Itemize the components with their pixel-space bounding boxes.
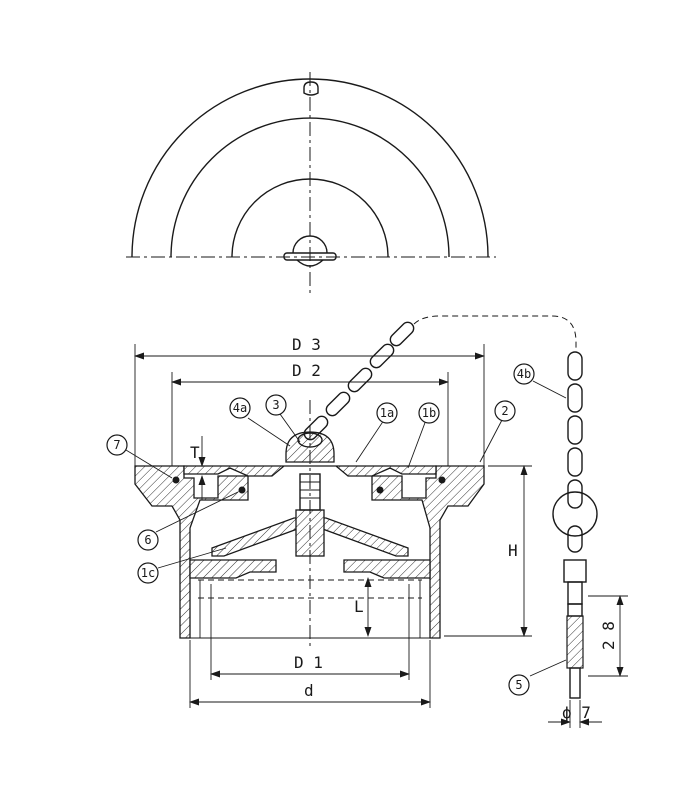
balloon-4b-label: 4b	[517, 367, 531, 381]
balloon-2	[494, 400, 516, 422]
balloon-1c	[137, 562, 159, 584]
chain	[303, 315, 598, 699]
balloon-6	[137, 529, 159, 551]
balloon-4a	[229, 397, 251, 419]
fitting-neck	[567, 581, 583, 605]
balloon-1b	[418, 402, 440, 424]
top-view-plug-bar	[283, 252, 337, 261]
o-ring-6-right	[376, 486, 384, 494]
fitting-tip	[569, 667, 581, 699]
dimension-lines	[134, 344, 628, 728]
balloon-7	[106, 434, 128, 456]
balloon-5-label: 5	[515, 678, 522, 692]
balloon-3	[265, 394, 287, 416]
inner-seat-right	[319, 517, 409, 557]
balloon-4a-label: 4a	[233, 401, 247, 415]
balloon-1c-label: 1c	[141, 566, 155, 580]
dim-label-d3: D 3	[292, 335, 321, 354]
dim-label-d2: D 2	[292, 361, 321, 380]
balloon-1b-label: 1b	[422, 406, 436, 420]
fitting-knurl	[566, 615, 584, 669]
chain-links-vertical	[567, 351, 583, 509]
dim-label-h: H	[508, 541, 518, 560]
split-ring	[552, 491, 598, 537]
dim-label-l: L	[354, 597, 364, 616]
dim-label-t: T	[190, 443, 200, 462]
top-view-plug-knob	[292, 235, 328, 254]
balloon-5	[508, 674, 530, 696]
top-view	[126, 72, 496, 296]
section-view	[134, 400, 485, 648]
balloon-1a	[376, 402, 398, 424]
top-view-knob	[303, 81, 319, 96]
balloon-4b	[513, 363, 535, 385]
o-ring-7-right	[438, 476, 446, 484]
body-left-section	[134, 465, 249, 639]
chain-end-link	[567, 525, 583, 553]
body-right-section	[371, 465, 485, 639]
top-view-plug-lower	[296, 259, 324, 267]
chain-links-diagonal	[303, 321, 415, 441]
o-ring-7	[172, 476, 180, 484]
part-balloons: 4a 3 1a 1b 2 7 6 1c 4b 5	[106, 363, 567, 696]
dimension-labels: D 3 D 2 H L T D 1 d 2 8 ϕ 7	[190, 335, 618, 722]
balloon-7-label: 7	[113, 438, 120, 452]
balloon-1a-label: 1a	[380, 406, 394, 420]
balloon-2-label: 2	[501, 404, 508, 418]
lower-ring-left	[189, 559, 277, 579]
inner-seat-left	[211, 517, 301, 557]
balloon-6-label: 6	[144, 533, 151, 547]
chain-continuation	[413, 315, 577, 350]
fitting-mid	[567, 603, 583, 617]
lower-ring-right	[343, 559, 431, 579]
fitting-hex	[563, 559, 587, 583]
balloon-3-label: 3	[272, 398, 279, 412]
top-view-second-arc	[170, 117, 450, 258]
dim-label-d1: D 1	[294, 653, 323, 672]
dim-label-d: d	[304, 681, 314, 700]
cover-plate-section	[183, 465, 437, 477]
dim-label-28: 2 8	[599, 621, 618, 650]
o-ring-6-left	[238, 486, 246, 494]
dim-label-phi7: ϕ 7	[562, 703, 591, 722]
